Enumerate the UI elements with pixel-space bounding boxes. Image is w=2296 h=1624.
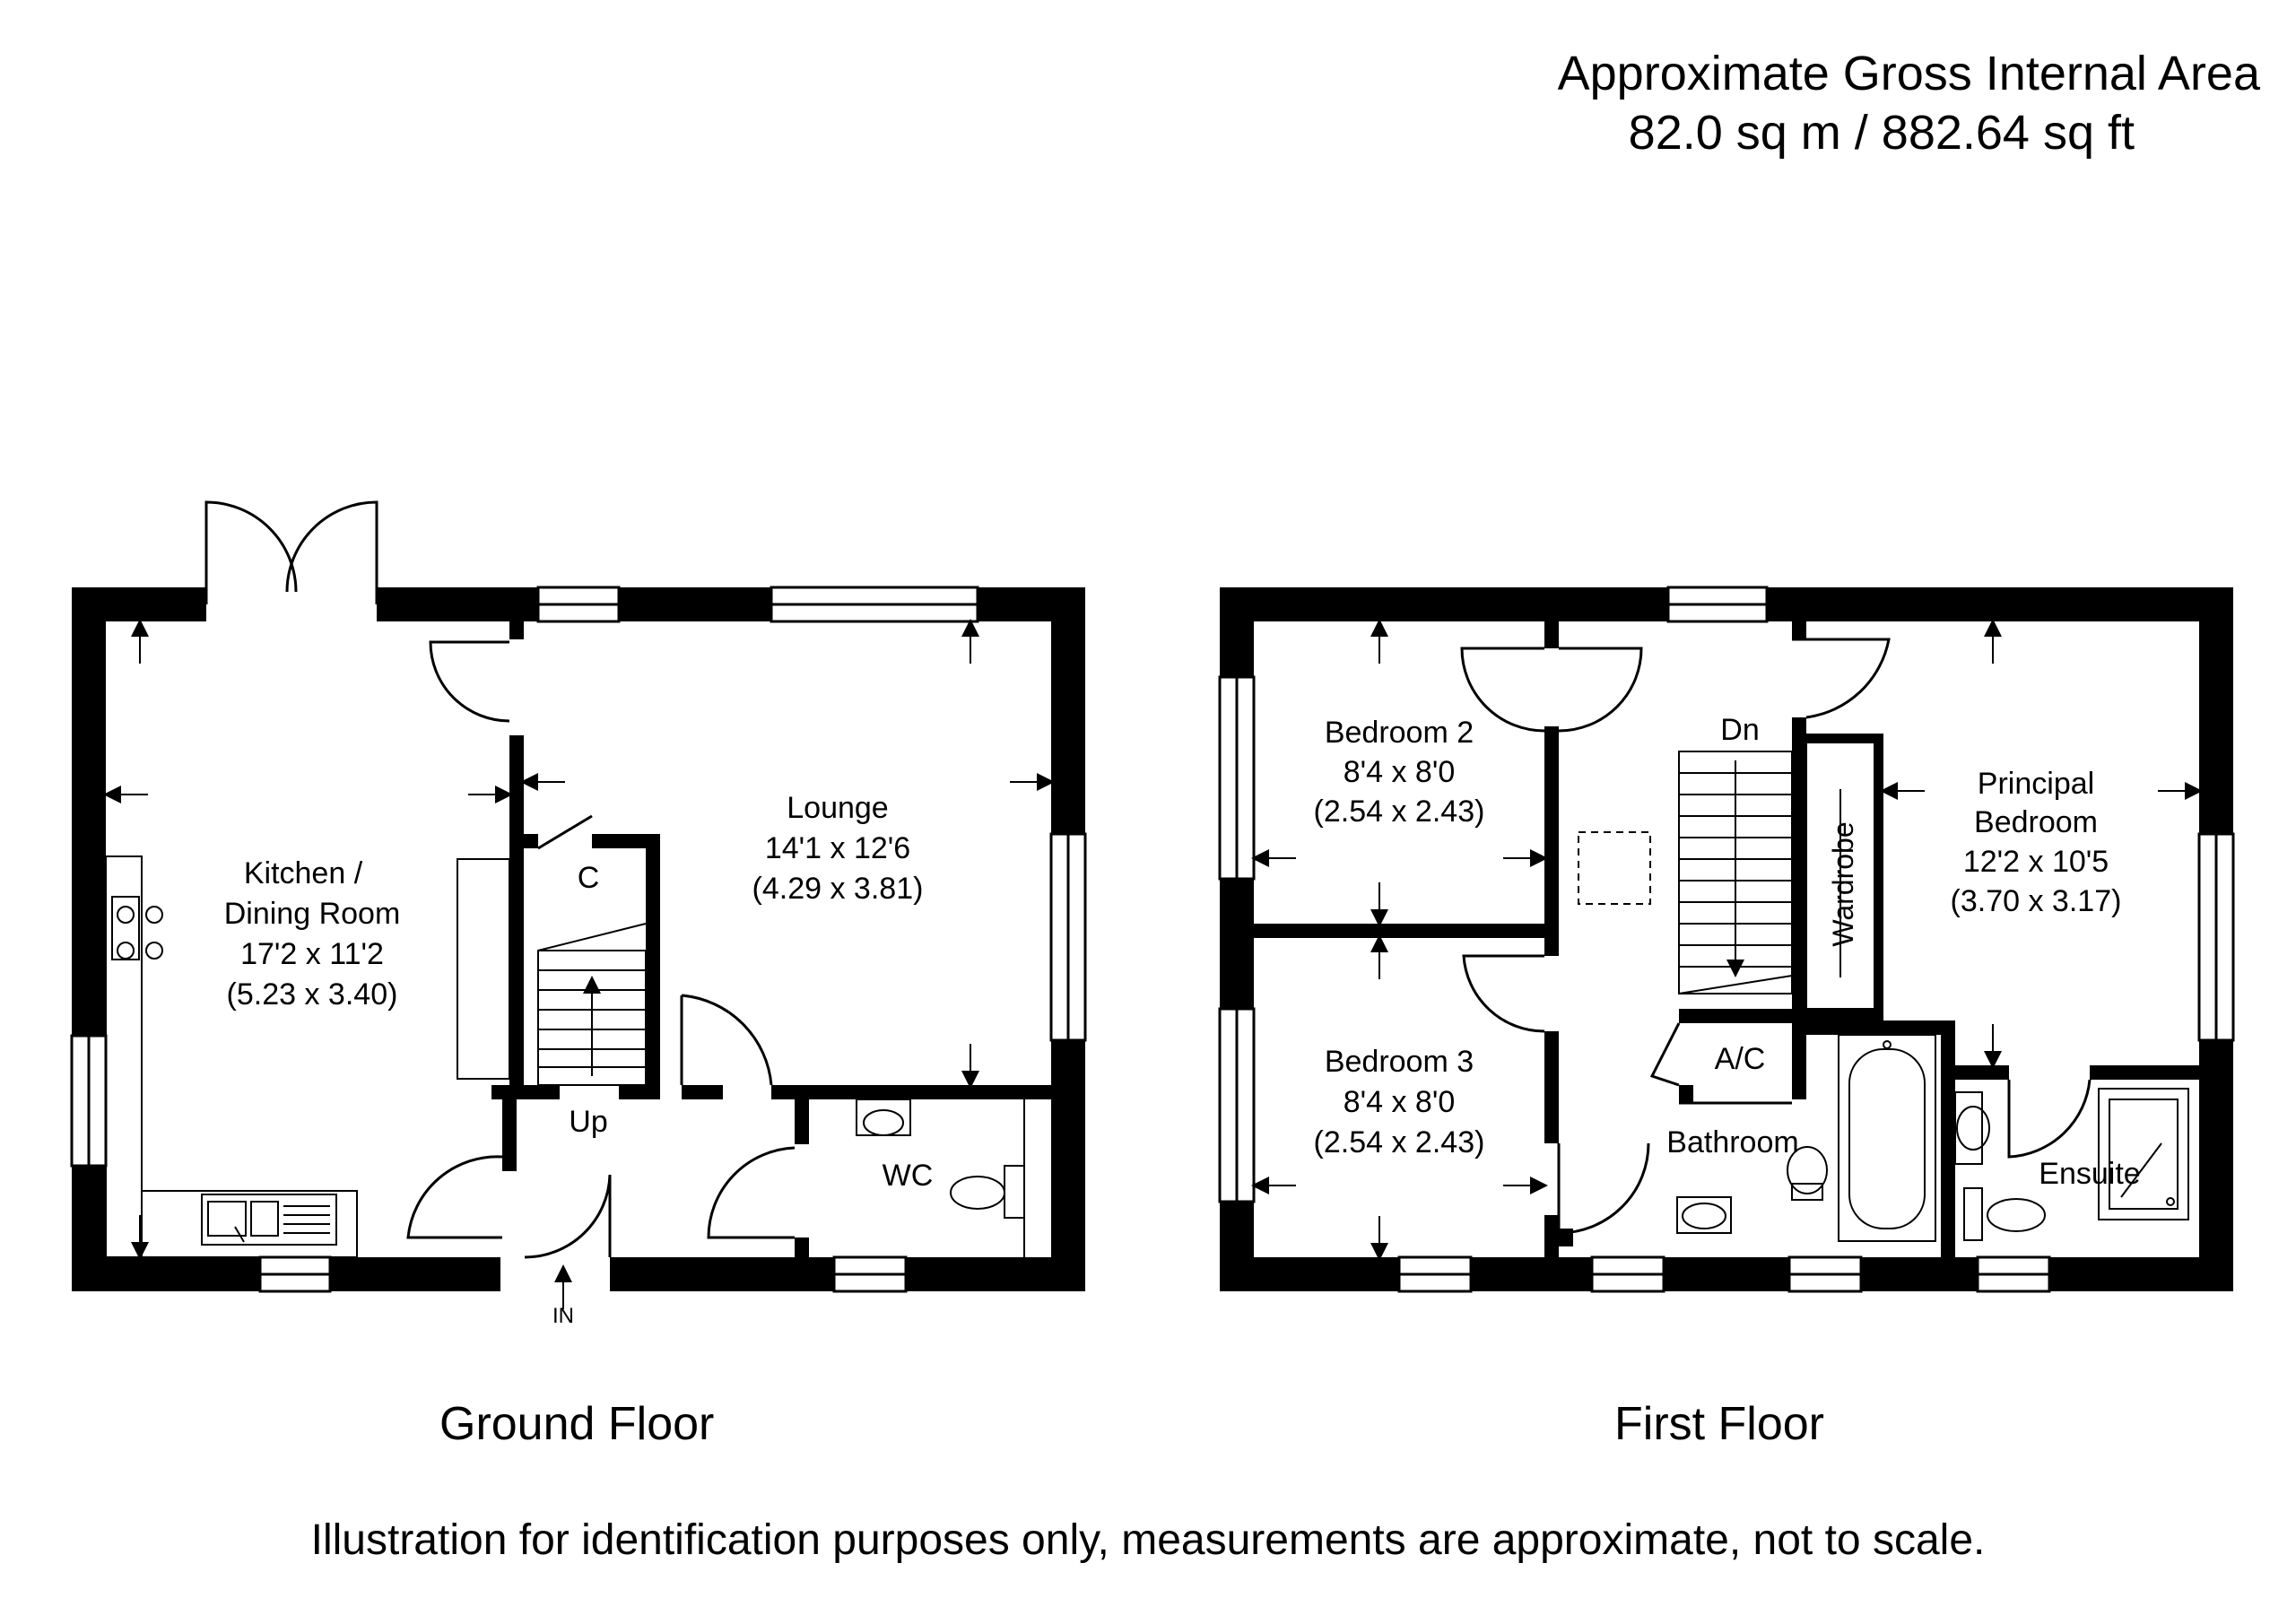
stairs-down-label: Dn bbox=[1720, 713, 1759, 747]
area-value: 82.0 sq m / 882.64 sq ft bbox=[1628, 106, 2135, 160]
stairs-up-label: Up bbox=[569, 1105, 607, 1139]
bedroom2-name: Bedroom 2 bbox=[1325, 716, 1474, 750]
bedroom3-name: Bedroom 3 bbox=[1325, 1045, 1474, 1079]
principal-dims-imperial: 12'2 x 10'5 bbox=[1963, 845, 2109, 879]
wardrobe-label: Wardrobe bbox=[1827, 821, 1859, 946]
first-outer-walls bbox=[1220, 587, 2233, 1291]
ensuite-label: Ensuite bbox=[2039, 1157, 2140, 1191]
cupboard-label: C bbox=[578, 861, 600, 895]
bedroom2-dims-imperial: 8'4 x 8'0 bbox=[1344, 755, 1456, 789]
wc-fittings bbox=[856, 1099, 1025, 1257]
bathroom-fittings bbox=[1676, 1034, 2189, 1242]
kitchen-fittings bbox=[105, 855, 510, 1258]
bedroom2-dims-metric: (2.54 x 2.43) bbox=[1314, 795, 1485, 829]
ground-floor-plan: Kitchen / Dining Room 17'2 x 11'2 (5.23 … bbox=[70, 500, 1087, 1328]
ground-stairs bbox=[537, 923, 647, 1086]
ground-floor-label: Ground Floor bbox=[439, 1398, 715, 1450]
first-stairs bbox=[1578, 751, 1793, 994]
french-doors bbox=[204, 500, 378, 604]
first-floor-plan: Bedroom 2 8'4 x 8'0 (2.54 x 2.43) Bedroo… bbox=[1218, 586, 2235, 1293]
bedroom3-dims-imperial: 8'4 x 8'0 bbox=[1344, 1085, 1456, 1119]
first-room-labels: Bedroom 2 8'4 x 8'0 (2.54 x 2.43) Bedroo… bbox=[1314, 713, 2141, 1191]
area-title: Approximate Gross Internal Area bbox=[1557, 47, 2260, 100]
ground-outer-walls bbox=[72, 587, 1085, 1291]
bathroom-label: Bathroom bbox=[1666, 1125, 1798, 1159]
wc-label: WC bbox=[883, 1159, 934, 1193]
lounge-dims-imperial: 14'1 x 12'6 bbox=[765, 831, 910, 865]
kitchen-dims-imperial: 17'2 x 11'2 bbox=[240, 937, 384, 971]
bedroom3-dims-metric: (2.54 x 2.43) bbox=[1314, 1125, 1485, 1159]
ground-internal-walls bbox=[491, 621, 1051, 1257]
ground-windows bbox=[70, 586, 1087, 1293]
ground-dimension-arrows bbox=[103, 619, 1055, 1309]
kitchen-dims-metric: (5.23 x 3.40) bbox=[227, 977, 398, 1012]
first-doors bbox=[1460, 638, 2092, 1235]
kitchen-name-1: Kitchen / bbox=[244, 856, 363, 890]
first-dimension-arrows bbox=[1251, 619, 2203, 1261]
principal-name-1: Principal bbox=[1978, 767, 2094, 801]
first-windows bbox=[1218, 586, 2235, 1293]
ground-room-labels: Kitchen / Dining Room 17'2 x 11'2 (5.23 … bbox=[224, 791, 934, 1328]
lounge-name: Lounge bbox=[787, 791, 888, 825]
disclaimer: Illustration for identification purposes… bbox=[310, 1516, 1986, 1564]
entrance-label: IN bbox=[552, 1304, 574, 1328]
kitchen-name-2: Dining Room bbox=[224, 897, 401, 931]
airing-cupboard-label: A/C bbox=[1715, 1042, 1766, 1076]
ground-doors bbox=[406, 640, 796, 1259]
principal-dims-metric: (3.70 x 3.17) bbox=[1951, 884, 2122, 918]
principal-name-2: Bedroom bbox=[1974, 805, 2098, 839]
wardrobe-unit bbox=[1805, 742, 1875, 1010]
lounge-dims-metric: (4.29 x 3.81) bbox=[752, 872, 924, 906]
first-floor-label: First Floor bbox=[1614, 1398, 1824, 1450]
first-internal-walls bbox=[1254, 621, 2199, 1257]
